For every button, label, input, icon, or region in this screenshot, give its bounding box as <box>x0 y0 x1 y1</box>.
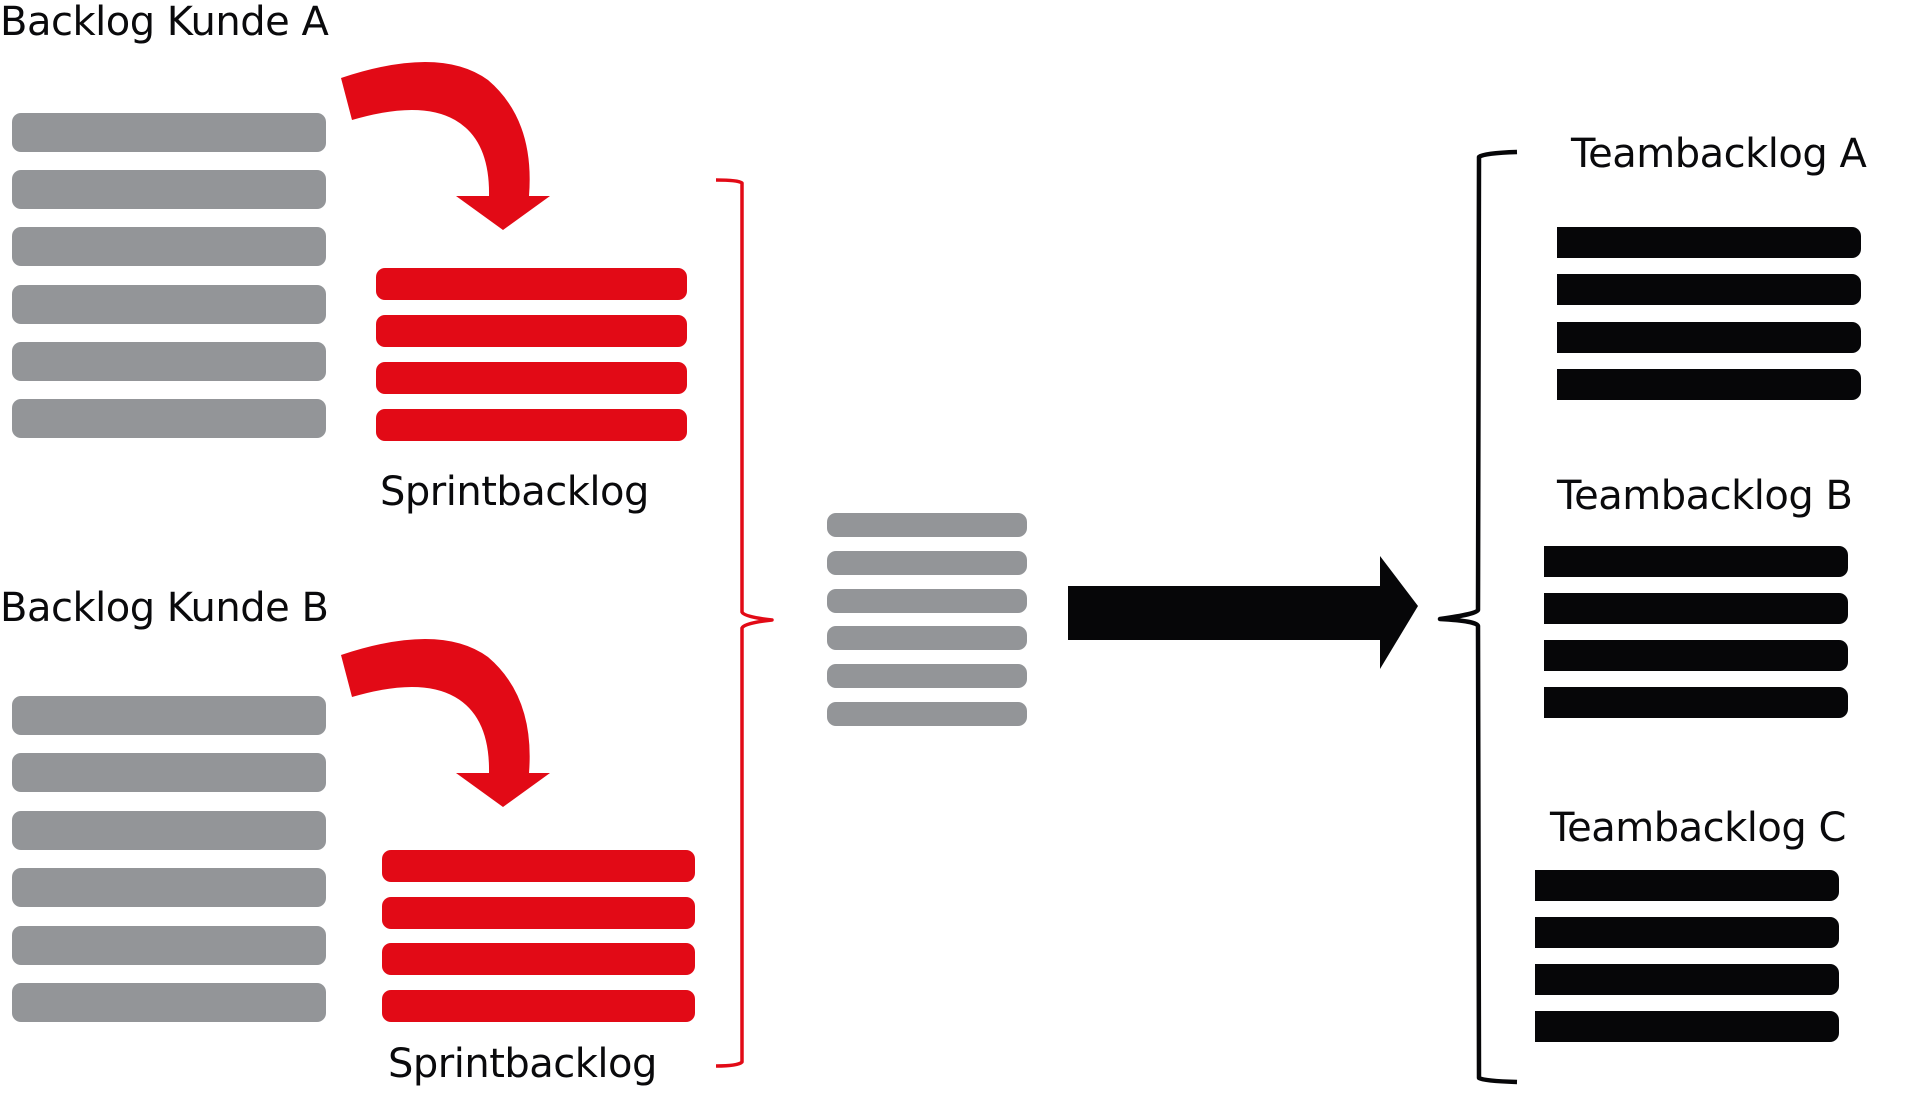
backlog-item <box>12 753 326 793</box>
team-backlog-item <box>1535 964 1839 995</box>
backlog-item <box>12 696 326 735</box>
team-backlog-c-title: Teambacklog C <box>1550 805 1846 851</box>
sprint-backlog-item <box>376 268 687 300</box>
team-backlog-item <box>1557 368 1861 400</box>
sprint-backlog-item <box>376 362 687 394</box>
team-backlog-item <box>1535 870 1839 901</box>
team-backlog-item <box>1544 640 1848 671</box>
team-backlog-item <box>1535 1011 1839 1042</box>
merged-backlog-item <box>827 626 1027 651</box>
team-backlog-item <box>1535 917 1839 948</box>
split-brace <box>1437 149 1518 1085</box>
team-backlog-a-title: Teambacklog A <box>1571 131 1867 177</box>
backlog-item <box>12 170 326 210</box>
backlog-item <box>12 227 326 267</box>
sprint-backlog-item <box>382 943 695 976</box>
merged-backlog-item <box>827 588 1027 613</box>
merged-backlog-item <box>827 550 1027 575</box>
backlog-item <box>12 113 326 152</box>
merged-backlog-item <box>827 702 1027 726</box>
team-backlog-item <box>1557 227 1861 258</box>
backlog-item <box>12 868 326 908</box>
curved-arrow-down-icon <box>341 61 550 231</box>
sprint-backlog-b-title: Sprintbacklog <box>388 1041 657 1087</box>
backlog-item <box>12 341 326 381</box>
backlog-item <box>12 983 326 1022</box>
merged-backlog-item <box>827 513 1027 537</box>
sprint-backlog-a-title: Sprintbacklog <box>380 469 649 515</box>
backlog-item <box>12 399 326 438</box>
sprint-backlog-item <box>376 315 687 347</box>
arrow-right-icon <box>1068 556 1418 669</box>
team-backlog-item <box>1544 593 1848 624</box>
merged-backlog-item <box>827 664 1027 689</box>
sprint-backlog-item <box>376 409 687 441</box>
team-backlog-item <box>1544 546 1848 577</box>
sprint-backlog-item <box>382 850 695 882</box>
customer-backlog-b-title: Backlog Kunde B <box>0 585 329 631</box>
team-backlog-item <box>1557 274 1861 306</box>
team-backlog-item <box>1557 321 1861 353</box>
backlog-item <box>12 810 326 850</box>
team-backlog-item <box>1544 687 1848 718</box>
sprint-backlog-item <box>382 896 695 929</box>
team-backlog-b-title: Teambacklog B <box>1557 473 1853 519</box>
sprint-backlog-item <box>382 990 695 1023</box>
customer-backlog-a-title: Backlog Kunde A <box>0 0 329 45</box>
curved-arrow-down-icon <box>341 638 550 807</box>
backlog-item <box>12 925 326 965</box>
backlog-item <box>12 284 326 324</box>
merge-brace <box>715 178 774 1068</box>
